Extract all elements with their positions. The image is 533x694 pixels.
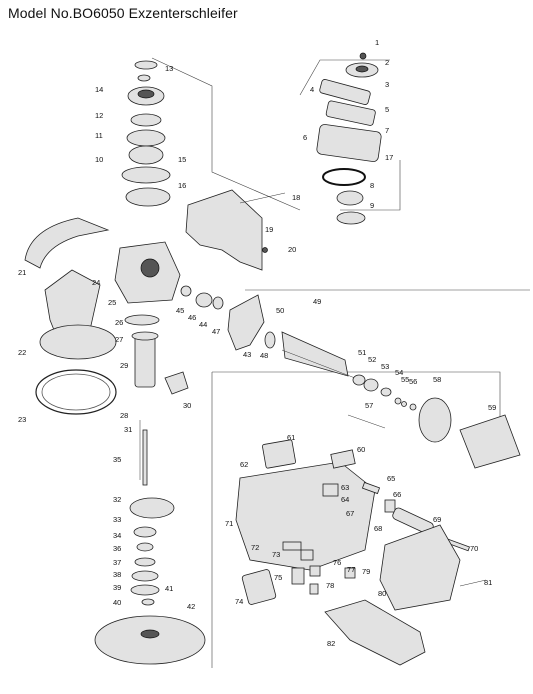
part-number-label: 2: [385, 58, 389, 67]
part-number-label: 72: [251, 543, 259, 552]
part-number-label: 59: [488, 403, 496, 412]
part-number-label: 6: [303, 133, 307, 142]
part-number-label: 35: [113, 455, 121, 464]
part-number-label: 50: [276, 306, 284, 315]
part-number-label: 16: [178, 181, 186, 190]
part-number-label: 15: [178, 155, 186, 164]
part-number-label: 64: [341, 495, 349, 504]
part-number-label: 12: [95, 111, 103, 120]
part-number-label: 79: [362, 567, 370, 576]
part-number-label: 9: [370, 201, 374, 210]
part-number-label: 36: [113, 544, 121, 553]
part-number-label: 62: [240, 460, 248, 469]
part-number-label: 40: [113, 598, 121, 607]
part-number-label: 80: [378, 589, 386, 598]
part-number-label: 53: [381, 362, 389, 371]
part-number-label: 81: [484, 578, 492, 587]
part-number-label: 76: [333, 558, 341, 567]
part-number-label: 24: [92, 278, 100, 287]
part-number-label: 60: [357, 445, 365, 454]
armature-assembly: [180, 285, 417, 429]
part-number-label: 3: [385, 80, 389, 89]
part-number-label: 10: [95, 155, 103, 164]
part-number-label: 7: [385, 126, 389, 135]
part-number-labels: 1234567891011121314151617181920212223242…: [18, 38, 496, 648]
spindle-housing: [114, 241, 189, 486]
part-number-label: 20: [288, 245, 296, 254]
part-number-label: 4: [310, 85, 314, 94]
part-number-label: 77: [347, 565, 355, 574]
part-number-label: 8: [370, 181, 374, 190]
part-number-label: 30: [183, 401, 191, 410]
part-number-label: 22: [18, 348, 26, 357]
part-number-label: 21: [18, 268, 26, 277]
part-number-label: 44: [199, 320, 207, 329]
part-number-label: 49: [313, 297, 321, 306]
part-number-label: 47: [212, 327, 220, 336]
part-number-label: 11: [95, 131, 103, 140]
part-number-label: 55: [401, 375, 409, 384]
part-number-label: 54: [395, 368, 403, 377]
part-number-label: 43: [243, 350, 251, 359]
part-number-label: 58: [433, 375, 441, 384]
gear-housing: [185, 189, 286, 271]
part-number-label: 27: [115, 335, 123, 344]
part-number-label: 38: [113, 570, 121, 579]
part-number-label: 17: [385, 153, 393, 162]
part-number-label: 34: [113, 531, 121, 540]
rear-cover-handle: [324, 524, 487, 666]
part-number-label: 46: [188, 313, 196, 322]
part-number-label: 28: [120, 411, 128, 420]
part-number-label: 41: [165, 584, 173, 593]
part-number-label: 70: [470, 544, 478, 553]
part-number-label: 1: [375, 38, 379, 47]
part-number-label: 71: [225, 519, 233, 528]
part-number-label: 63: [341, 483, 349, 492]
part-number-label: 57: [365, 401, 373, 410]
part-number-label: 25: [108, 298, 116, 307]
part-number-label: 65: [387, 474, 395, 483]
part-number-label: 78: [326, 581, 334, 590]
field-assembly: [418, 397, 521, 469]
part-number-label: 74: [235, 597, 243, 606]
part-number-label: 32: [113, 495, 121, 504]
bearing-stack-left: [121, 60, 171, 207]
part-number-label: 13: [165, 64, 173, 73]
part-number-label: 48: [260, 351, 268, 360]
fan-cover-assembly: [316, 52, 382, 225]
part-number-label: 73: [272, 550, 280, 559]
part-number-label: 33: [113, 515, 121, 524]
part-number-label: 68: [374, 524, 382, 533]
part-number-label: 14: [95, 85, 103, 94]
part-number-label: 45: [176, 306, 184, 315]
part-number-label: 51: [358, 348, 366, 357]
part-number-label: 61: [287, 433, 295, 442]
part-number-label: 23: [18, 415, 26, 424]
part-number-label: 75: [274, 573, 282, 582]
part-number-label: 31: [124, 425, 132, 434]
part-number-label: 56: [409, 377, 417, 386]
part-number-label: 69: [433, 515, 441, 524]
part-number-label: 39: [113, 583, 121, 592]
part-number-label: 66: [393, 490, 401, 499]
part-number-label: 42: [187, 602, 195, 611]
part-number-label: 29: [120, 361, 128, 370]
part-number-label: 52: [368, 355, 376, 364]
part-number-label: 5: [385, 105, 389, 114]
diagram-title: Model No.BO6050 Exzenterschleifer: [8, 5, 238, 21]
left-cover-parts: [24, 217, 117, 415]
part-number-label: 26: [115, 318, 123, 327]
part-number-label: 67: [346, 509, 354, 518]
part-number-label: 19: [265, 225, 273, 234]
pad-stack: [94, 497, 206, 665]
part-number-label: 37: [113, 558, 121, 567]
part-number-label: 82: [327, 639, 335, 648]
part-number-label: 18: [292, 193, 300, 202]
